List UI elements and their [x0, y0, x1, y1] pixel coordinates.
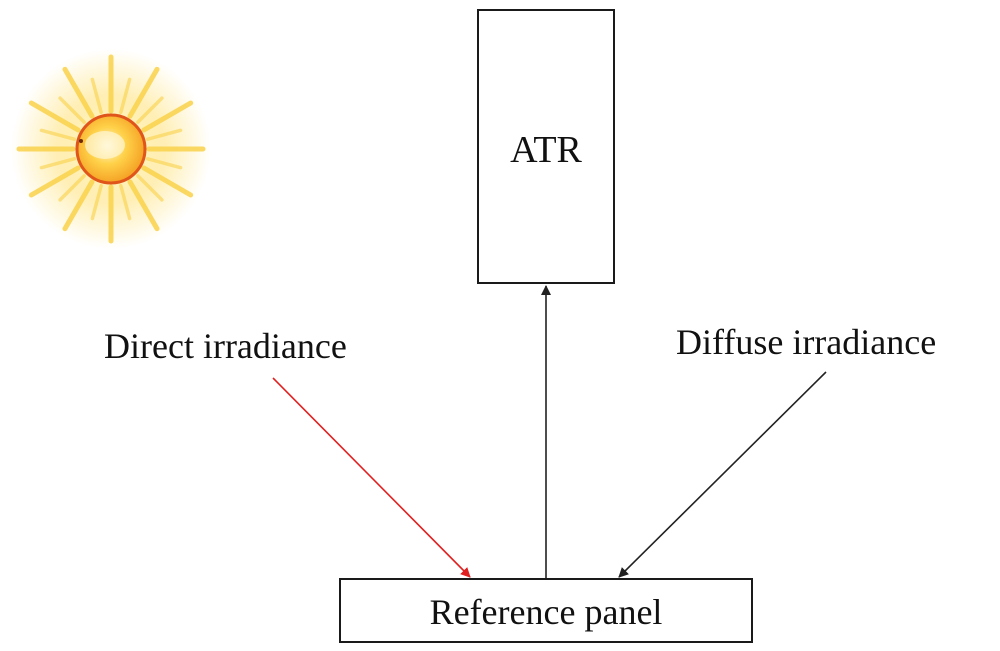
- sun-ray: [145, 128, 183, 141]
- sun-ray: [62, 66, 95, 119]
- sun-ray: [145, 157, 183, 170]
- sun-ray: [39, 157, 77, 170]
- diffuse-irradiance-arrow: [618, 371, 827, 578]
- sun-ray: [28, 165, 81, 198]
- sun-ray: [90, 77, 103, 115]
- sun-ray: [39, 128, 77, 141]
- sun-ray: [90, 183, 103, 221]
- atr-node: ATR: [477, 9, 615, 284]
- sun-ray: [136, 96, 164, 124]
- sun-ray: [136, 174, 164, 202]
- sun-ray: [62, 179, 95, 232]
- sun-ray: [119, 77, 132, 115]
- sun-ray: [127, 179, 160, 232]
- sun-ray: [127, 66, 160, 119]
- direct-irradiance-label: Direct irradiance: [104, 326, 347, 366]
- reference-panel-label: Reference panel: [430, 592, 663, 632]
- sun-ray: [141, 165, 194, 198]
- direct-irradiance-arrow: [272, 377, 471, 578]
- sun-icon: [11, 49, 211, 249]
- sun-ray: [141, 100, 194, 133]
- diffuse-irradiance-label: Diffuse irradiance: [676, 322, 936, 362]
- sun-ray: [119, 183, 132, 221]
- atr-label: ATR: [510, 129, 582, 171]
- sun-ray: [58, 174, 86, 202]
- sun-ray: [28, 100, 81, 133]
- sun-ray: [58, 96, 86, 124]
- reference-panel-node: Reference panel: [339, 578, 753, 643]
